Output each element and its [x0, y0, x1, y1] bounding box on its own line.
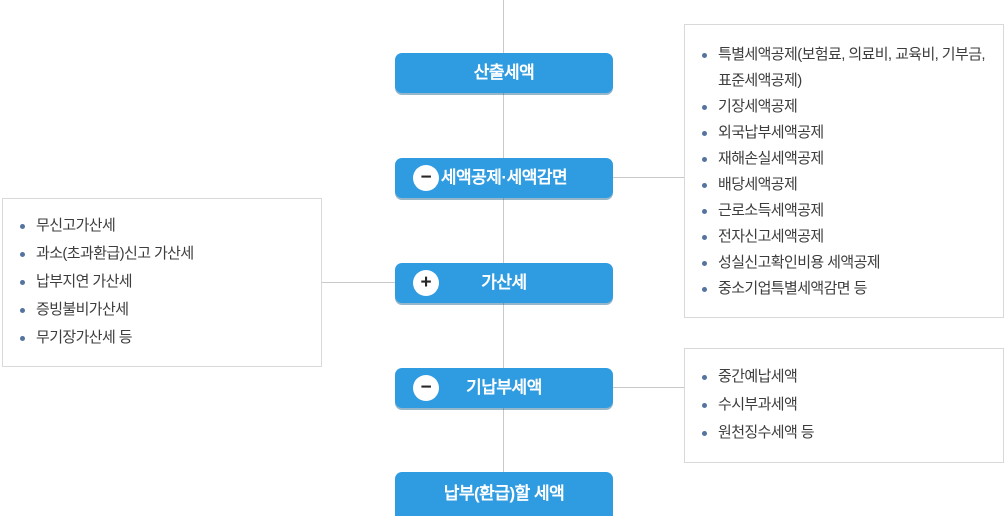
flow-box-label: 기납부세액 — [466, 378, 542, 397]
bullet-icon — [702, 105, 707, 110]
bullet-icon — [702, 53, 707, 58]
bullet-icon — [702, 183, 707, 188]
flow-box-prepaid-tax: − 기납부세액 — [395, 368, 613, 408]
list-item: 기장세액공제 — [699, 94, 989, 120]
flow-box-tax-credit-reduction: − 세액공제·세액감면 — [395, 158, 613, 198]
bullet-icon — [702, 235, 707, 240]
flow-box-penalty-tax: + 가산세 — [395, 263, 613, 303]
connector-line-credits — [613, 177, 684, 178]
bullet-icon — [20, 336, 25, 341]
panel-tax-credit-list: 특별세액공제(보험료, 의료비, 교육비, 기부금, 표준세액공제) 기장세액공… — [684, 24, 1004, 318]
list-item: 무기장가산세 등 — [17, 324, 307, 352]
bullet-icon — [20, 224, 25, 229]
plus-icon: + — [413, 270, 439, 296]
list-item: 근로소득세액공제 — [699, 198, 989, 224]
flow-box-label: 납부(환급)할 세액 — [443, 484, 565, 503]
list-item: 중소기업특별세액감면 등 — [699, 276, 989, 302]
bullet-icon — [702, 131, 707, 136]
flow-box-calculated-tax: 산출세액 — [395, 53, 613, 93]
flow-box-final-tax: 납부(환급)할 세액 — [395, 472, 613, 516]
list-item: 수시부과세액 — [699, 391, 989, 419]
bullet-icon — [702, 261, 707, 266]
bullet-icon — [20, 252, 25, 257]
list-item: 성실신고확인비용 세액공제 — [699, 250, 989, 276]
connector-line-penalty — [322, 282, 395, 283]
list-item: 외국납부세액공제 — [699, 120, 989, 146]
minus-icon: − — [413, 375, 439, 401]
list-item: 납부지연 가산세 — [17, 268, 307, 296]
bullet-icon — [702, 209, 707, 214]
list-item: 무신고가산세 — [17, 212, 307, 240]
bullet-icon — [702, 375, 707, 380]
minus-icon: − — [413, 165, 439, 191]
flow-box-label: 산출세액 — [473, 63, 535, 82]
connector-line-prepaid — [613, 387, 684, 388]
panel-penalty-tax-list: 무신고가산세 과소(초과환급)신고 가산세 납부지연 가산세 증빙불비가산세 무… — [2, 198, 322, 367]
bullet-icon — [20, 280, 25, 285]
vertical-connector-line — [503, 0, 504, 512]
list-item: 배당세액공제 — [699, 172, 989, 198]
bullet-icon — [702, 287, 707, 292]
bullet-icon — [702, 403, 707, 408]
list-item: 원천징수세액 등 — [699, 419, 989, 447]
bullet-icon — [20, 308, 25, 313]
bullet-icon — [702, 431, 707, 436]
list-item: 중간예납세액 — [699, 363, 989, 391]
list-item: 과소(초과환급)신고 가산세 — [17, 240, 307, 268]
flow-box-label: 가산세 — [481, 273, 527, 292]
bullet-icon — [702, 157, 707, 162]
list-item: 특별세액공제(보험료, 의료비, 교육비, 기부금, 표준세액공제) — [699, 42, 989, 94]
list-item: 재해손실세액공제 — [699, 146, 989, 172]
flow-box-label: 세액공제·세액감면 — [440, 168, 568, 187]
list-item: 증빙불비가산세 — [17, 296, 307, 324]
panel-prepaid-tax-list: 중간예납세액 수시부과세액 원천징수세액 등 — [684, 348, 1004, 463]
list-item: 전자신고세액공제 — [699, 224, 989, 250]
